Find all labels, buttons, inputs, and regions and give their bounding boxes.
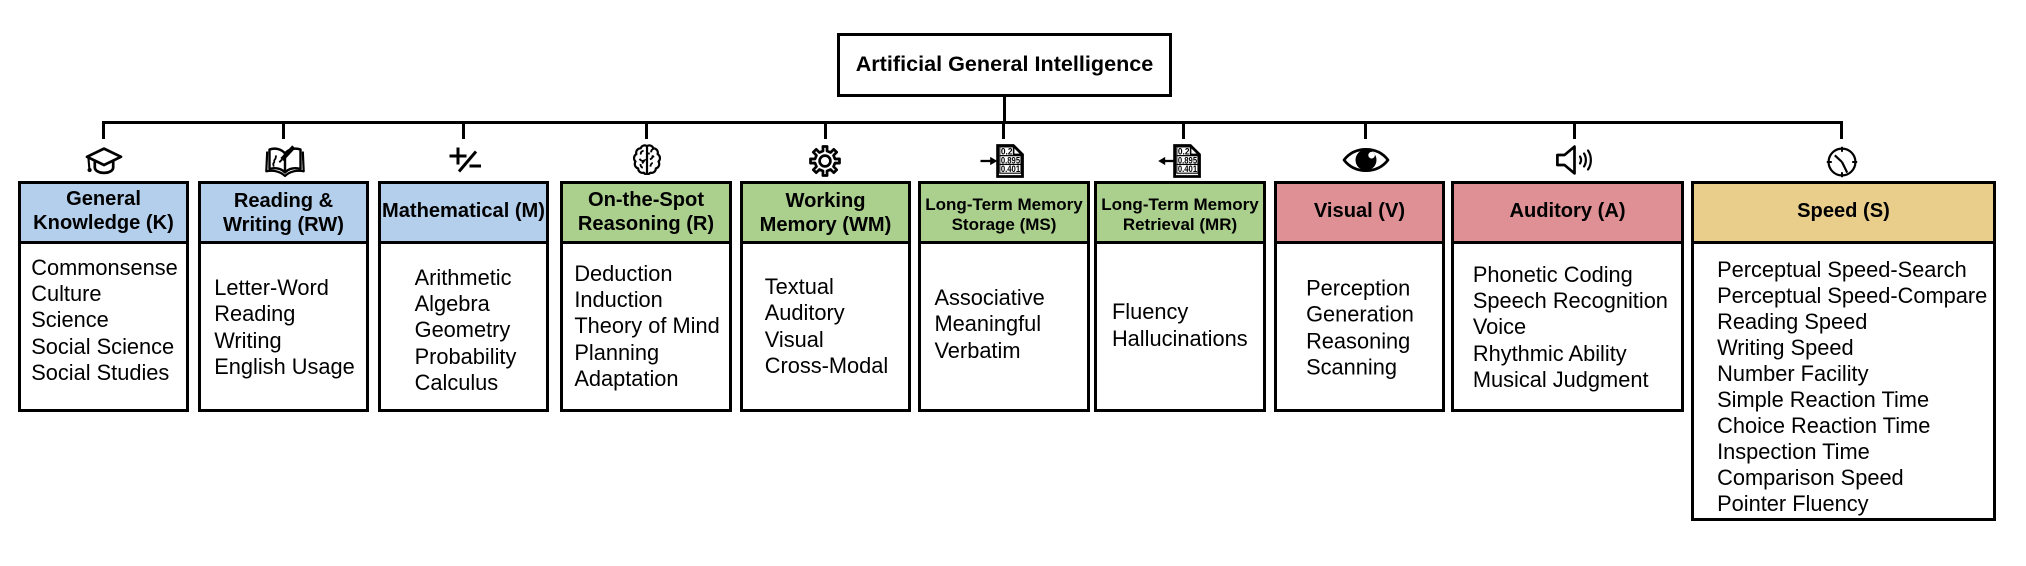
svg-text:0.401: 0.401 xyxy=(1001,164,1020,174)
svg-text:0.2: 0.2 xyxy=(1178,147,1190,157)
svg-text:0.2: 0.2 xyxy=(1001,147,1013,157)
svg-text:0.401: 0.401 xyxy=(1178,164,1197,174)
svg-text:0.895: 0.895 xyxy=(1178,155,1197,165)
svg-text:0.895: 0.895 xyxy=(1001,155,1020,165)
